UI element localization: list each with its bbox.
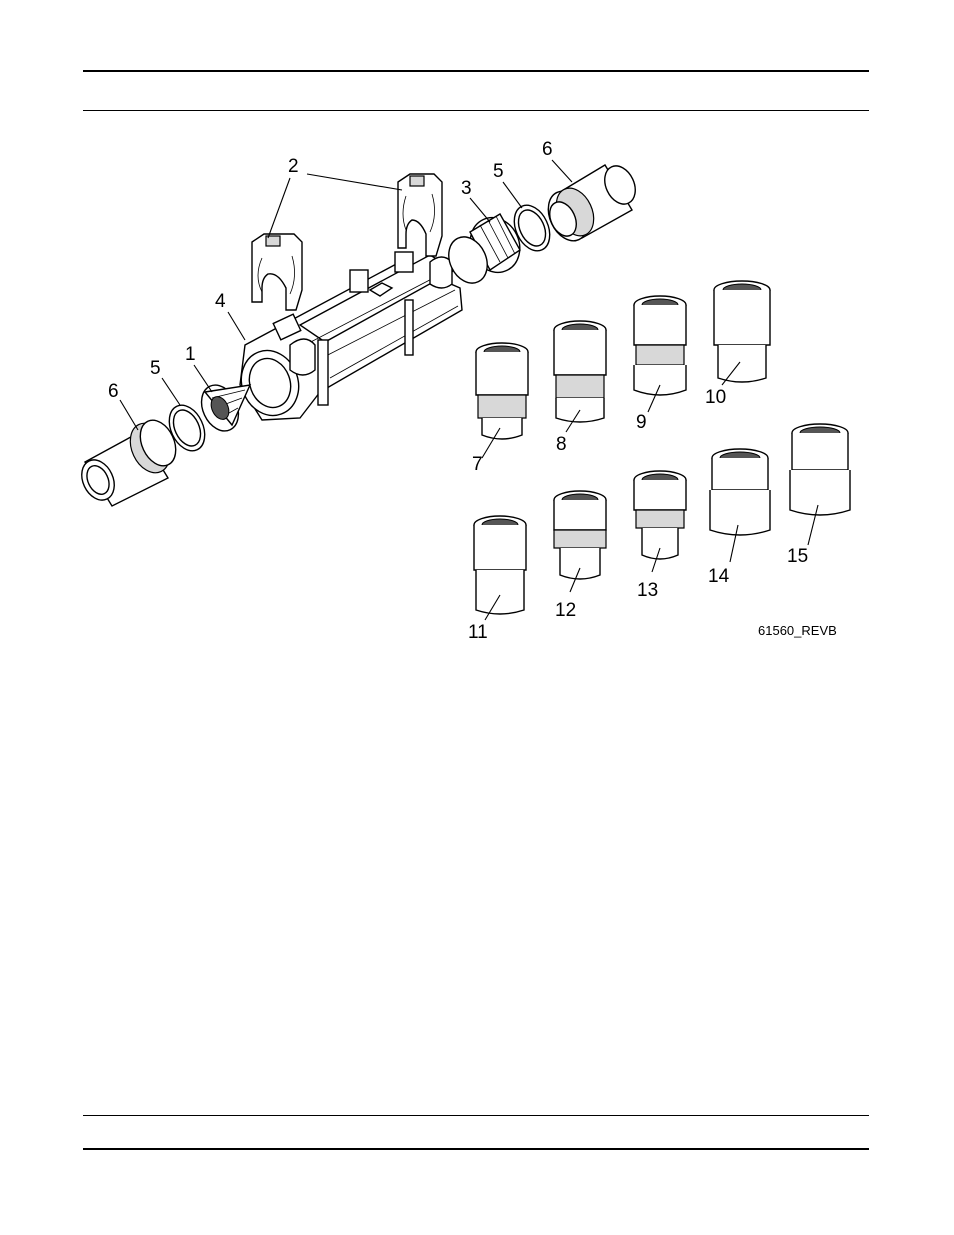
valve-body-part [232,252,462,424]
adapter-part-9 [634,296,686,395]
callout-6-left: 6 [108,381,119,402]
figure-reference-code: 61560_REVB [758,623,837,638]
adapter-part-15 [790,424,850,515]
adapter-part-13 [634,471,686,559]
callout-12: 12 [555,600,576,621]
adapter-part-11 [474,516,526,614]
callout-3: 3 [461,178,472,199]
callout-5-left: 5 [150,358,161,379]
connector-part-left [76,414,183,506]
callout-8: 8 [556,434,567,455]
clip-part-right [398,174,442,256]
callout-5-right: 5 [493,161,504,182]
callout-6-right: 6 [542,139,553,160]
callout-11: 11 [468,622,488,643]
adapter-part-7 [476,343,528,439]
callout-9: 9 [636,412,647,433]
connector-part-right [541,161,641,247]
callout-1: 1 [185,344,196,365]
callout-10: 10 [705,387,726,408]
callout-15: 15 [787,546,808,567]
callout-13: 13 [637,580,658,601]
callout-4: 4 [215,291,226,312]
adapter-part-10 [714,281,770,382]
adapter-part-8 [554,321,606,422]
adapter-part-14 [710,449,770,535]
clip-part-left [252,234,302,310]
callout-2: 2 [288,156,299,177]
callout-14: 14 [708,566,730,587]
callout-7: 7 [472,454,483,475]
adapter-part-12 [554,491,606,579]
